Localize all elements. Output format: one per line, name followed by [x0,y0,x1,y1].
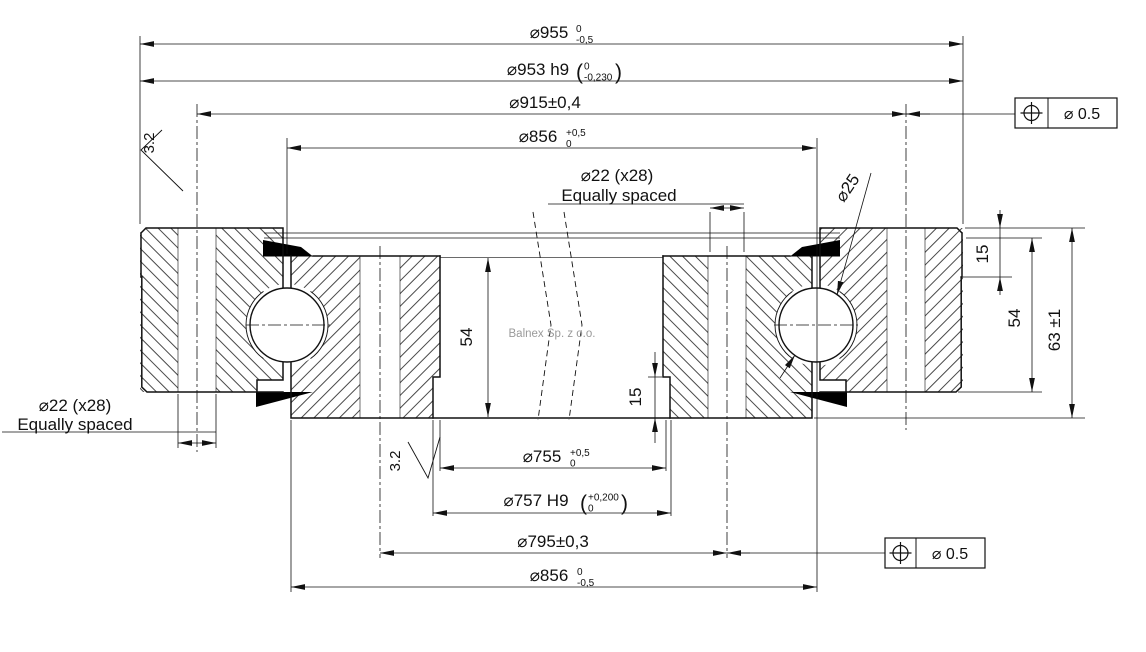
fcf-top-value: ⌀ 0.5 [1064,106,1100,123]
dim-755-tol-bot: 0 [570,459,576,470]
dim-953-paren-open: ( [576,61,583,84]
hole-edges [140,228,964,418]
seal-bottom-right [790,392,847,407]
dim-955-label: ⌀955 [530,23,569,42]
fcf-bottom-value: ⌀ 0.5 [932,546,968,563]
dim-757-paren-open: ( [580,492,587,515]
dim-54-right-label: 54 [1005,309,1024,328]
dim-63-right-label: 63 ±1 [1045,309,1064,351]
dim-915-label: ⌀915±0,4 [509,93,581,112]
dim-856-bot-tol-top: 0 [577,567,583,578]
dim-856-top-label: ⌀856 [519,127,558,146]
roughness-bottom-value: 3.2 [387,451,404,472]
dim-54-mid-label: 54 [457,328,476,347]
dim-755-tol-top: +0,5 [570,448,590,459]
dim-15-right-label: 15 [973,245,992,264]
centerlines [196,104,907,558]
seal-bottom-left [256,392,313,407]
dimension-texts: ⌀955 0 -0,5 ⌀953 h9 ( 0 -0,230 ) ⌀915±0,… [17,23,1064,589]
dim-757-tol-top: +0,200 [588,493,619,504]
dimension-lines [140,41,1075,590]
position-symbol-icon [889,542,912,564]
dim-795-label: ⌀795±0,3 [517,532,589,551]
dim-22-top-line1: ⌀22 (x28) [581,166,654,185]
dim-25-label: ⌀25 [831,171,863,206]
roughness-symbol-bottom: 3.2 [387,436,441,480]
dim-856-bot-label: ⌀856 [530,566,569,585]
dim-757-tol-bot: 0 [588,504,594,515]
dim-22-left-line1: ⌀22 (x28) [39,396,112,415]
roughness-top-value: 3.2 [141,133,158,154]
dim-953-label: ⌀953 h9 [507,60,569,79]
seal-top-left [263,240,313,257]
dim-955-tol-top: 0 [576,24,582,35]
dim-856-bot-tol-bot: -0,5 [577,578,595,589]
dim-757-label: ⌀757 H9 [503,491,568,510]
dim-953-paren-close: ) [615,61,622,84]
dim-22-left-line2: Equally spaced [17,415,132,434]
position-symbol-icon [1020,102,1043,124]
dim-953-tol-bot: -0,230 [584,73,613,84]
watermark-text: Balnex Sp. z o.o. [509,328,596,340]
seals [256,240,847,407]
top-relief-lines [264,232,840,239]
dim-15-mid-label: 15 [626,388,645,407]
part-outline [139,227,964,419]
seal-top-right [790,240,840,257]
roughness-symbol-top-left: 3.2 [140,129,184,192]
fcf-top: ⌀ 0.5 [1014,97,1118,129]
dim-955-tol-bot: -0,5 [576,35,594,46]
fcf-bottom: ⌀ 0.5 [884,537,986,569]
break-lines [532,211,583,421]
dim-953-tol-top: 0 [584,62,590,73]
dim-757-paren-close: ) [621,492,628,515]
dim-22-top-line2: Equally spaced [561,186,676,205]
dim-856-top-tol-bot: 0 [566,139,572,150]
dim-856-top-tol-top: +0,5 [566,128,586,139]
dim-755-label: ⌀755 [523,447,562,466]
